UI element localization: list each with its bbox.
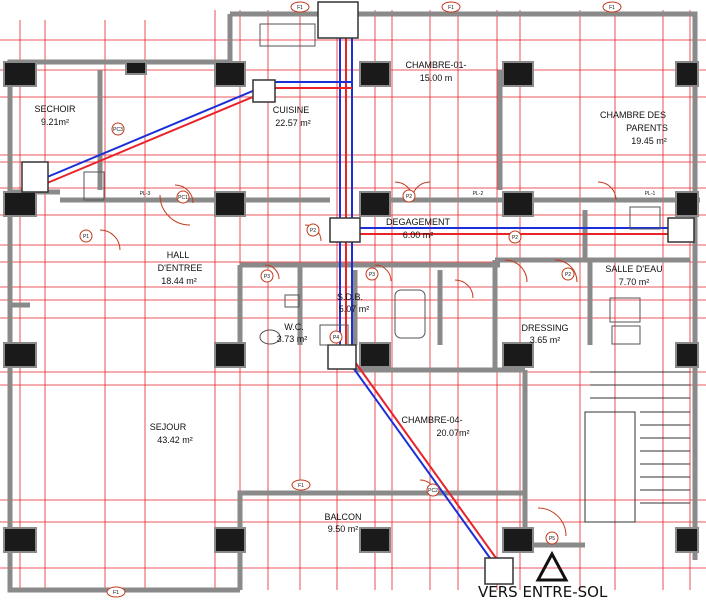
walls [7, 11, 700, 593]
room-area: 9.50 m² [328, 524, 359, 534]
door-tag: P2 [561, 267, 575, 281]
svg-text:F1: F1 [113, 590, 119, 596]
room-name: SECHOIR [34, 104, 76, 114]
svg-text:F1: F1 [448, 5, 454, 11]
room-name: W.C. [284, 322, 304, 332]
room-name: D'ENTREE [158, 263, 203, 273]
room-name: CUISINE [273, 105, 310, 115]
svg-text:P3: P3 [264, 274, 270, 280]
svg-text:F1: F1 [297, 5, 303, 11]
room-name: SALLE D'EAU [605, 264, 662, 274]
room-area: 15.00 m [420, 73, 453, 83]
svg-text:PC1: PC1 [178, 195, 188, 201]
columns [3, 61, 699, 553]
north-triangle-icon [535, 550, 569, 582]
door-tag: P2 [508, 230, 522, 244]
svg-text:P2: P2 [310, 228, 316, 234]
room-area: 20.07m² [436, 428, 469, 438]
footer: VERS ENTRE-SOL [478, 550, 608, 601]
room-labels: SECHOIR 9.21m² CUISINE 22.57 m² CHAMBRE-… [34, 60, 667, 534]
room-name: CHAMBRE-01- [405, 60, 466, 70]
window-tag: F1 [291, 479, 311, 491]
svg-text:F1: F1 [298, 483, 304, 489]
room-name: SEJOUR [150, 422, 187, 432]
room-name: DRESSING [521, 323, 568, 333]
room-area: 5.07 m² [339, 304, 370, 314]
room-name: CHAMBRE DES [600, 110, 666, 120]
window-tag: F1 [290, 1, 310, 13]
room-name: HALL [167, 250, 190, 260]
svg-text:PC2: PC2 [428, 488, 438, 494]
footer-label: VERS ENTRE-SOL [478, 583, 608, 601]
room-area: 9.21m² [41, 117, 69, 127]
small-label: PL-1 [645, 191, 656, 197]
door-tag: P3 [260, 269, 274, 283]
svg-text:F1: F1 [609, 5, 615, 11]
room-name: PARENTS [626, 123, 668, 133]
door-tag: P1 [79, 229, 93, 243]
small-label: PL-2 [473, 191, 484, 197]
svg-text:P3: P3 [369, 272, 375, 278]
door-tag: P4 [329, 330, 343, 344]
door-tag: P2 [306, 223, 320, 237]
room-name: CHAMBRE-04- [401, 415, 462, 425]
svg-text:P4: P4 [333, 335, 339, 341]
fixtures [83, 23, 661, 346]
svg-text:P2: P2 [565, 272, 571, 278]
svg-text:PC3: PC3 [113, 127, 123, 133]
room-area: 19.45 m² [631, 136, 667, 146]
door-tag: PC1 [176, 190, 190, 204]
room-name: BALCON [324, 512, 361, 522]
room-name: S.D.B. [337, 292, 363, 302]
svg-text:P5: P5 [549, 536, 555, 542]
door-tag: P2 [402, 189, 416, 203]
stair [584, 371, 690, 523]
window-tag: F1 [441, 1, 461, 13]
small-labels: PL-3 PL-2 PL-1 [140, 191, 656, 197]
window-tags: F1 F1 F1 F1 F1 [106, 1, 622, 598]
door-tag: P5 [545, 531, 559, 545]
door-tag: PC3 [111, 122, 125, 136]
room-area: 6.00 m² [403, 230, 434, 240]
door-tag: PC2 [426, 483, 440, 497]
door-tag: P3 [365, 267, 379, 281]
small-label: PL-3 [140, 191, 151, 197]
door-tags: P1 P2 P2 P3 P3 P2 P2 P4 P5 PC1 PC2 PC3 [79, 122, 575, 545]
window-tag: F1 [106, 586, 126, 598]
svg-text:P2: P2 [406, 194, 412, 200]
svg-text:P2: P2 [512, 235, 518, 241]
window-tag: F1 [602, 1, 622, 13]
room-area: 7.70 m² [619, 277, 650, 287]
room-name: DEGAGEMENT [386, 217, 451, 227]
room-area: 3.65 m² [530, 335, 561, 345]
room-area: 43.42 m² [157, 435, 193, 445]
svg-text:P1: P1 [83, 234, 89, 240]
room-area: 3.73 m² [277, 334, 308, 344]
room-area: 22.57 m² [275, 118, 311, 128]
room-area: 18.44 m² [161, 276, 197, 286]
shafts [21, 1, 695, 585]
